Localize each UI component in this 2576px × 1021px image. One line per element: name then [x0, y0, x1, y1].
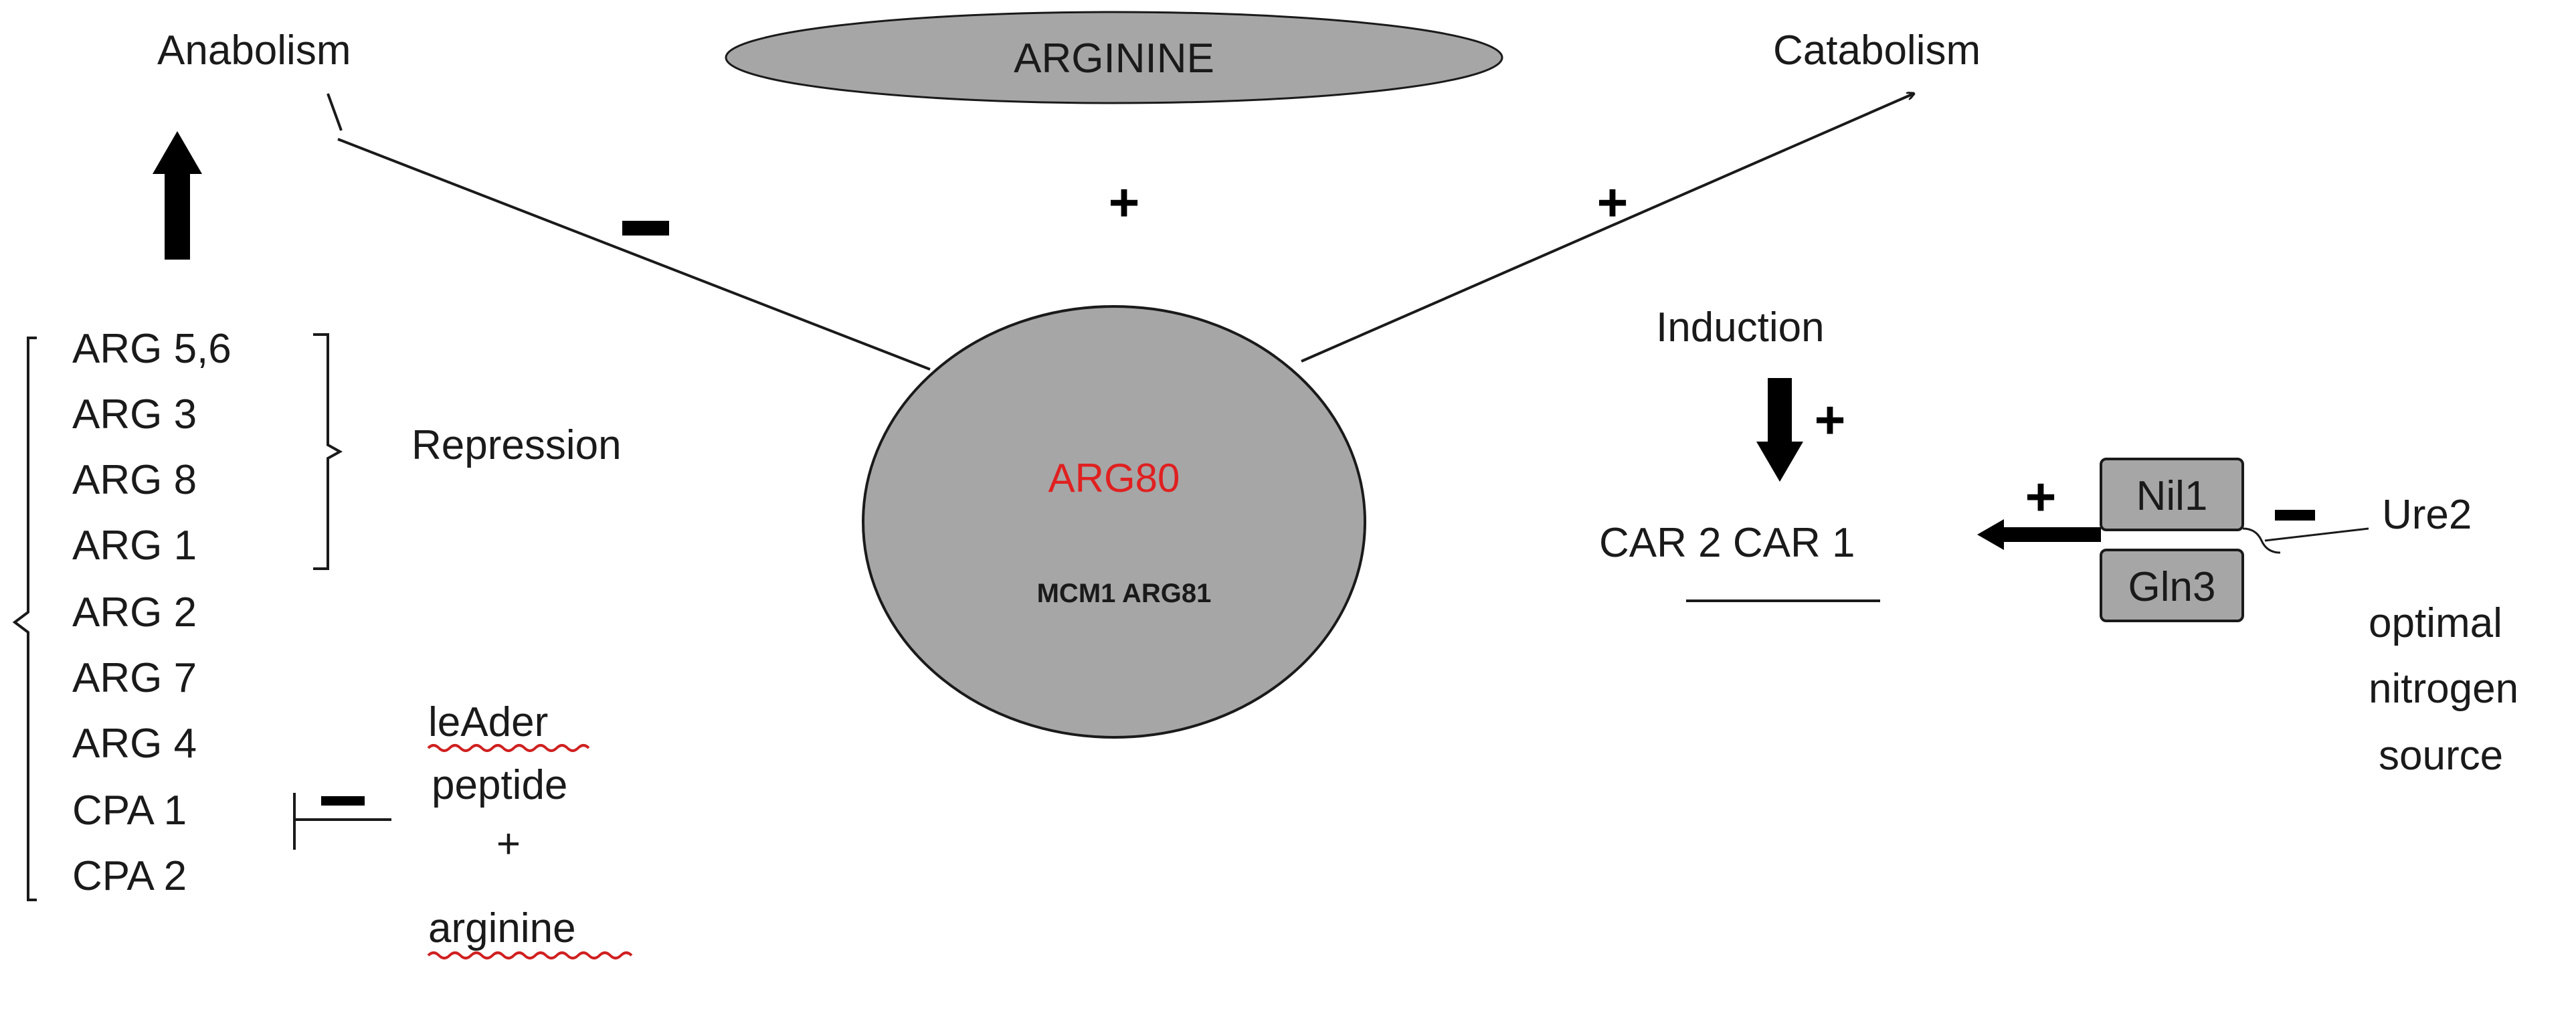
- nil1-label: Nil1: [2136, 473, 2208, 519]
- induction-label: Induction: [1656, 304, 1825, 351]
- source-label: source: [2379, 733, 2503, 779]
- plus-sign-right: +: [1597, 173, 1629, 232]
- catabolism-label: Catabolism: [1773, 27, 1981, 74]
- arginine-label: ARGININE: [1014, 35, 1214, 82]
- gene-item: ARG 2: [72, 589, 197, 636]
- arg80-complex: [862, 305, 1366, 739]
- nil1-box: [2100, 458, 2244, 531]
- nitrogen-label: nitrogen: [2369, 666, 2518, 712]
- car-genes-label: CAR 2 CAR 1: [1599, 520, 1855, 566]
- minus-sign-left: [622, 221, 669, 236]
- plus-sign-leader: +: [496, 821, 521, 867]
- gene-item: ARG 5,6: [72, 326, 232, 372]
- gene-item: ARG 4: [72, 721, 197, 767]
- ure2-inhibition: [2242, 510, 2369, 554]
- gln3-box: [2100, 549, 2244, 622]
- arginine-ellipse: [725, 11, 1503, 104]
- gene-item: ARG 1: [72, 523, 197, 569]
- induction-down-arrow: [1756, 378, 1803, 482]
- gln3-label: Gln3: [2128, 564, 2216, 610]
- repression-label: Repression: [411, 422, 622, 468]
- mcm1-arg81-label: MCM1 ARG81: [1037, 579, 1212, 608]
- minus-sign-ure2: [2275, 510, 2315, 521]
- gene-item: ARG 3: [72, 391, 197, 438]
- gene-item: ARG 8: [72, 457, 197, 503]
- ure2-label: Ure2: [2382, 492, 2472, 538]
- gene-list-bracket: [12, 337, 37, 901]
- optimal-label: optimal: [2369, 600, 2502, 646]
- minus-sign-cpa: [321, 796, 365, 806]
- peptide-label: peptide: [432, 762, 567, 808]
- arginine-squiggle: [427, 951, 633, 959]
- plus-sign-car: +: [2025, 467, 2057, 527]
- gene-item: ARG 7: [72, 655, 197, 701]
- plus-sign-center: +: [1109, 173, 1140, 232]
- gene-item: CPA 1: [72, 787, 187, 834]
- gene-item: CPA 2: [72, 853, 187, 899]
- repression-bracket: [313, 333, 343, 570]
- gene-list: ARG 5,6 ARG 3 ARG 8 ARG 1 ARG 2 ARG 7 AR…: [72, 326, 232, 899]
- repression-line: [327, 93, 931, 371]
- anabolism-label: Anabolism: [157, 27, 351, 74]
- plus-sign-induction: +: [1815, 390, 1846, 450]
- leader-label: leAder: [428, 699, 548, 745]
- leader-squiggle: [427, 744, 590, 752]
- cpa-inhibition: [293, 793, 391, 850]
- catabolism-arrow: [1301, 94, 1914, 363]
- arg80-label: ARG80: [1048, 456, 1180, 500]
- arginine-small-label: arginine: [428, 905, 576, 951]
- anabolism-up-arrow: [153, 131, 202, 260]
- nil-gln-activation-arrow: [1977, 519, 2101, 550]
